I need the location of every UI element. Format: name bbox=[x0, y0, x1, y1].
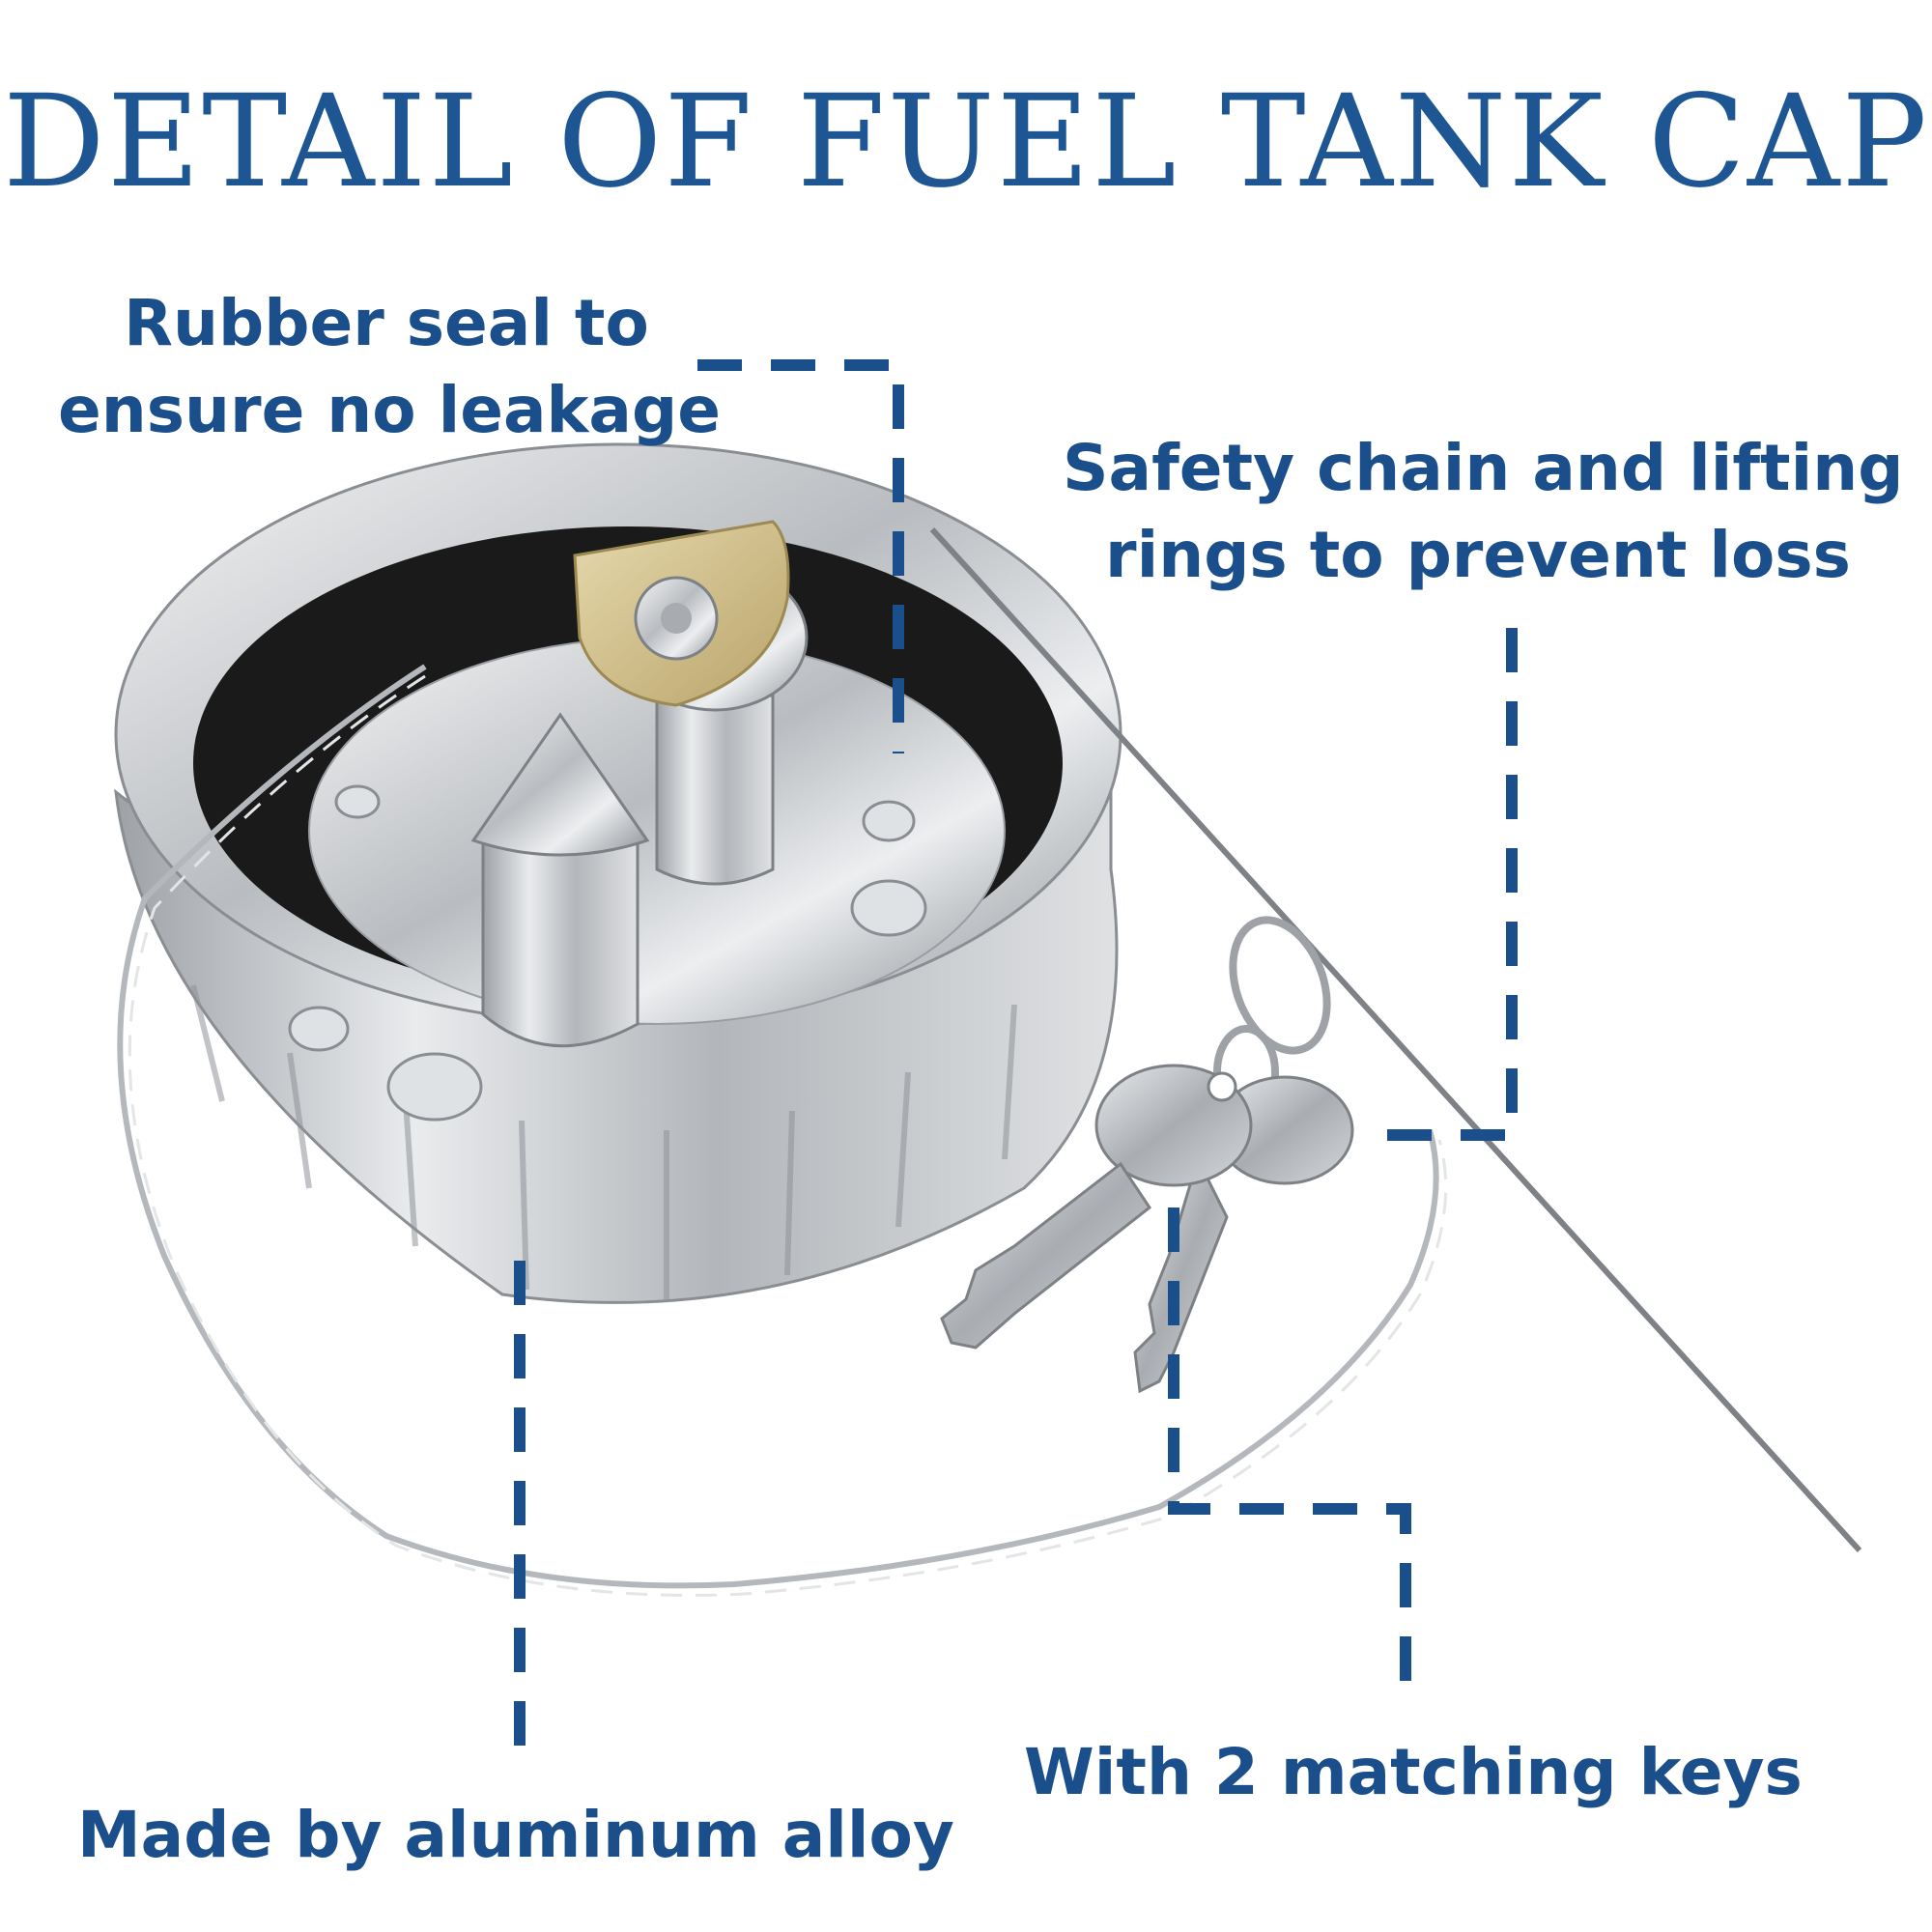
vent-tower bbox=[481, 829, 639, 1048]
callout-safety-chain-line1: Safety chain and lifting bbox=[1063, 431, 1904, 505]
callout-aluminum-alloy-line1: Made by aluminum alloy bbox=[77, 1798, 954, 1872]
callout-rubber-seal-line2: ensure no leakage bbox=[58, 373, 721, 447]
leader-chain bbox=[1377, 628, 1518, 1141]
leader-keys bbox=[1168, 1208, 1411, 1710]
lock-cylinder bbox=[655, 694, 775, 886]
callout-aluminum-alloy: Made by aluminum alloy bbox=[77, 1792, 954, 1879]
key-blade-front bbox=[940, 1161, 1152, 1350]
cap-ridges bbox=[190, 984, 1017, 1299]
leader-seal bbox=[697, 359, 904, 753]
callout-safety-chain-line2: rings to prevent loss bbox=[1105, 518, 1851, 592]
callout-rubber-seal-line1: Rubber seal to bbox=[124, 286, 649, 360]
callout-safety-chain: Safety chain and lifting rings to preven… bbox=[1063, 425, 1904, 599]
safety-chain bbox=[117, 664, 1448, 1597]
callout-matching-keys: With 2 matching keys bbox=[1024, 1729, 1803, 1816]
callout-matching-keys-line1: With 2 matching keys bbox=[1024, 1735, 1803, 1809]
vent-cone bbox=[470, 712, 650, 857]
key-blade-back bbox=[1133, 1154, 1229, 1394]
keys bbox=[940, 1064, 1354, 1394]
leader-lines bbox=[514, 359, 1518, 1768]
lifting-wire bbox=[929, 526, 1862, 1553]
page-title: DETAIL OF FUEL TANK CAP bbox=[2, 68, 1930, 216]
callout-rubber-seal: Rubber seal to ensure no leakage bbox=[58, 280, 721, 454]
fuel-cap bbox=[114, 442, 1122, 1304]
rivets bbox=[288, 784, 927, 1122]
